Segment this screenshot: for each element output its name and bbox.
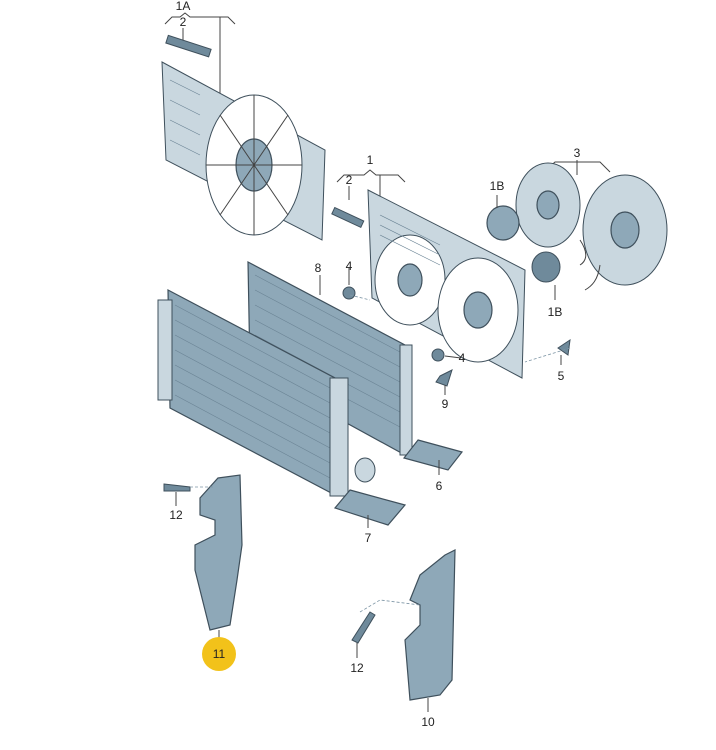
part-1B-fan-motor: [486, 205, 520, 241]
part-4-nut: [342, 286, 356, 300]
part-7-mount: [333, 489, 407, 526]
part-3-fan-blades: [515, 162, 668, 291]
callout-6[interactable]: 6: [435, 479, 443, 493]
callout-9[interactable]: 9: [441, 397, 449, 411]
callout-1B[interactable]: 1B: [489, 179, 505, 193]
part-4-nut: [431, 348, 445, 362]
part-2-strip: [165, 34, 212, 58]
callout-8[interactable]: 8: [314, 261, 322, 275]
part-12-screw: [351, 611, 376, 644]
callout-10[interactable]: 10: [421, 715, 435, 729]
callout-12[interactable]: 12: [350, 661, 364, 675]
callout-1B[interactable]: 1B: [547, 305, 563, 319]
callout-11-highlighted[interactable]: 11: [202, 637, 236, 671]
part-6-mount: [402, 439, 464, 471]
callout-7[interactable]: 7: [364, 531, 372, 545]
part-1A-fan-shroud: [161, 61, 326, 241]
part-condenser: [157, 288, 376, 497]
callout-12[interactable]: 12: [169, 508, 183, 522]
callout-1A[interactable]: 1A: [175, 0, 191, 13]
callout-2[interactable]: 2: [179, 15, 187, 29]
part-1-fan-shroud: [367, 189, 526, 379]
part-10-air-guide: [404, 549, 456, 701]
part-9-screw: [435, 369, 453, 387]
leader-lines: [175, 28, 578, 712]
part-1B-fan-motor: [531, 251, 561, 283]
callout-3[interactable]: 3: [573, 146, 581, 160]
assembly-dash-lines: [190, 294, 571, 613]
callout-4[interactable]: 4: [458, 351, 466, 365]
part-11-air-guide: [194, 474, 243, 631]
part-8-radiator: [247, 260, 413, 457]
callout-5[interactable]: 5: [557, 369, 565, 383]
part-2-strip: [331, 206, 365, 229]
callout-2[interactable]: 2: [345, 173, 353, 187]
callout-1[interactable]: 1: [366, 153, 374, 167]
part-5-screw: [557, 338, 571, 356]
callout-4[interactable]: 4: [345, 259, 353, 273]
part-12-screw: [163, 483, 191, 492]
